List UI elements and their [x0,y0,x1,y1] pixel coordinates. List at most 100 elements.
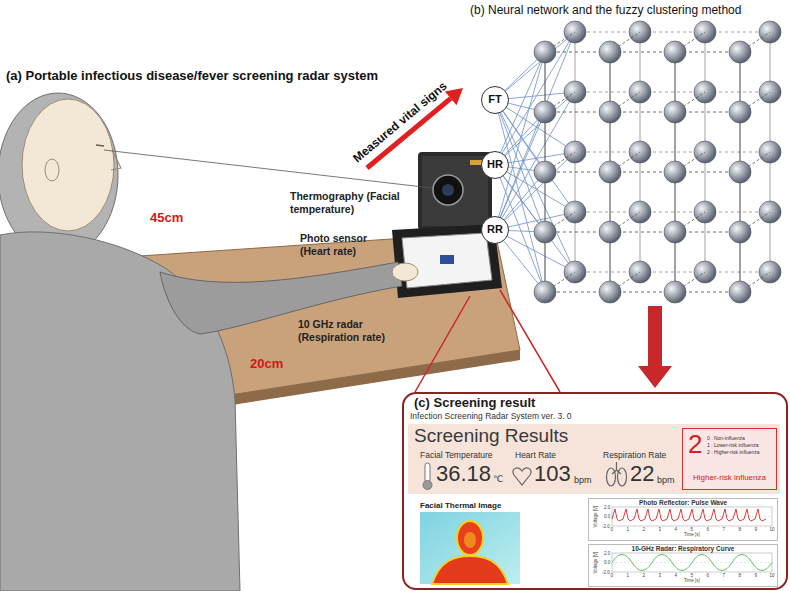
axis-title: Time [s] [684,532,700,537]
tick-label: 3 [659,573,662,578]
thermal-head [457,521,483,555]
back-neurons [564,21,781,283]
depth-links [545,32,770,292]
panel-title: (b) Neural network and the fuzzy cluster… [470,3,741,17]
tick-label: 9 [755,573,758,578]
tick-label: 6 [707,573,710,578]
value-name: Respiration Rate [603,450,666,460]
tick-label: -2.0 [602,524,610,529]
tick-label: 2.0 [604,505,610,510]
camera-lens [433,175,463,205]
tick-label: 2.0 [604,551,610,556]
chart-title: Photo Reflector: Pulse Wave [589,499,777,507]
risk-fill [682,428,777,490]
tick-label: 8 [739,573,742,578]
neuron [759,21,781,43]
neuron [564,21,586,43]
input-label: RR [487,223,503,236]
thermal-ground [420,512,520,584]
thermal-image: Facial Thermal Image [420,512,520,584]
neuron [534,101,556,123]
axis-title: Voltage [V] [593,506,598,528]
tick-label: 0 [611,573,614,578]
tick-label: 10 [770,573,775,578]
tick-label: 10 [770,527,775,532]
sensor-pad [402,233,492,288]
thermal-body [432,556,508,584]
tick-label: -2.0 [602,570,610,575]
lung-left [607,468,616,486]
band-heading: Screening Results [414,425,568,448]
input-node: HR [481,151,509,179]
trachea [612,462,621,474]
heart-icon [513,468,531,485]
input-label: FT [488,93,501,106]
neuron [599,281,621,303]
value: 22 [630,461,654,487]
chart-box: 10-GHz Radar: Respiratory Curve [588,544,778,587]
tick-label: 2 [643,573,646,578]
photo-sensor [440,255,454,264]
input-label: HR [487,158,503,171]
lung-icon [607,462,627,486]
thermometer-icon [423,463,432,490]
dimension: 45cm [150,210,183,226]
neuron [534,41,556,63]
thermometer-bulb [423,481,432,490]
tick-label: 0.0 [604,560,610,565]
screen-title: Infection Screening Radar System ver. 3.… [410,411,572,421]
ear [45,159,59,181]
neuron [534,221,556,243]
chart-title: 10-GHz Radar: Respiratory Curve [589,545,777,553]
tick-label: 7 [723,527,726,532]
unit: bpm [574,475,592,486]
input-node: FT [481,86,509,114]
neuron [664,101,686,123]
tick-label: 5 [691,573,694,578]
unit: bpm [657,475,675,486]
neuron [534,161,556,183]
plot-frame [612,553,772,572]
panel-title: (a) Portable infectious disease/fever sc… [6,68,378,84]
neuron [534,281,556,303]
front-grid [545,52,740,292]
neuron [664,161,686,183]
pulse-wave [612,509,766,521]
eye [96,145,104,146]
neuron [664,281,686,303]
neuron [729,41,751,63]
respiration-curve [612,555,772,571]
axis-title: Time [s] [684,578,700,583]
chart-box: Photo Reflector: Pulse Wave [588,498,778,541]
tick-label: 0.0 [604,514,610,519]
part-label: Photo sensor (Heart rate) [300,232,395,257]
risk-key: 1 : Lower-risk influenza [707,442,758,448]
back-grid [575,32,770,272]
neuron [599,101,621,123]
axis-title: Voltage [V] [593,552,598,574]
front-grid [545,52,740,292]
thermal-hotspot [464,532,476,548]
risk-key: 0 : Non-influenza [707,435,745,441]
tick-label: 4 [675,527,678,532]
input-node: RR [481,216,509,244]
head [22,99,114,231]
image-heading: Facial Thermal Image [420,501,501,511]
neuron [694,21,716,43]
unit: ℃ [493,474,503,485]
neuron [729,281,751,303]
dimension: 20cm [250,356,283,372]
neuron [729,221,751,243]
hand [392,263,418,281]
value-name: Heart Rate [515,450,556,460]
arm [160,262,402,334]
tick-label: 1 [627,573,630,578]
front-neurons [534,41,751,303]
back-grid [575,32,770,272]
tick-label: 0 [611,527,614,532]
neuron [599,161,621,183]
plot-frame [612,507,772,526]
tick-label: 2 [643,527,646,532]
neuron [599,41,621,63]
